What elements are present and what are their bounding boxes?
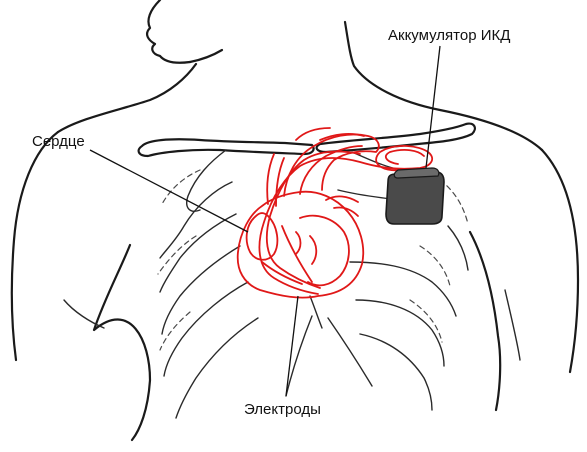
device-label: Аккумулятор ИКД <box>388 27 510 44</box>
rib-right-back-2 <box>419 245 451 287</box>
rib-right-4 <box>349 261 457 317</box>
body-outline <box>10 0 580 442</box>
right-shoulder-arm <box>540 148 580 374</box>
aorta-inner <box>299 145 363 195</box>
icd-device-header <box>393 167 440 179</box>
rib-right-6 <box>359 333 433 411</box>
electrodes-leader-line <box>285 295 299 397</box>
device-leader-line <box>425 45 441 169</box>
rib-left-5 <box>163 281 249 377</box>
rib-left-1 <box>186 149 227 212</box>
costal-margin-right <box>327 317 373 387</box>
heart-leader-line <box>89 149 249 233</box>
right-atrium <box>245 212 279 261</box>
right-arm-inner <box>504 289 521 361</box>
electrodes-label: Электроды <box>244 401 321 418</box>
right-clavicle <box>315 122 476 154</box>
left-arm-crease <box>63 299 105 329</box>
left-ventricle <box>299 214 350 287</box>
aorta <box>283 133 380 197</box>
jaw-line <box>188 48 224 64</box>
heart <box>236 127 380 299</box>
rib-left-6 <box>175 317 259 419</box>
valve-detail <box>295 231 318 265</box>
right-torso-side <box>468 230 502 412</box>
costal-margin-left <box>285 315 313 397</box>
superior-vena-cava <box>266 153 285 207</box>
rib-left-2 <box>159 181 233 259</box>
rib-right-back-3 <box>409 299 443 343</box>
rib-left-back-1 <box>161 169 201 205</box>
rib-right-5 <box>355 299 445 367</box>
rib-left-3 <box>159 213 237 293</box>
heart-label: Сердце <box>32 133 85 150</box>
icd-lead <box>258 145 434 295</box>
heart-top-vessels <box>295 127 365 141</box>
rib-right-3 <box>447 225 469 271</box>
left-torso-side <box>92 243 152 442</box>
icd-device <box>385 167 445 225</box>
septum <box>281 225 313 283</box>
pulmonary-trunk <box>325 195 359 217</box>
neck-right <box>343 20 544 152</box>
rib-left-back-3 <box>159 311 191 351</box>
heart-outline <box>236 190 365 299</box>
leader-lines <box>89 45 441 397</box>
rib-left-4 <box>161 245 241 335</box>
sternum-edge <box>309 295 323 329</box>
right-ventricle <box>261 261 303 285</box>
left-clavicle <box>137 138 315 158</box>
left-shoulder-arm <box>10 130 60 362</box>
lead-wire-inner <box>265 149 425 289</box>
lead-wire-outer <box>258 145 434 295</box>
rib-left-back-2 <box>157 235 197 275</box>
neck-left <box>56 62 198 134</box>
face-profile <box>146 0 192 64</box>
icd-device-body <box>385 171 445 225</box>
